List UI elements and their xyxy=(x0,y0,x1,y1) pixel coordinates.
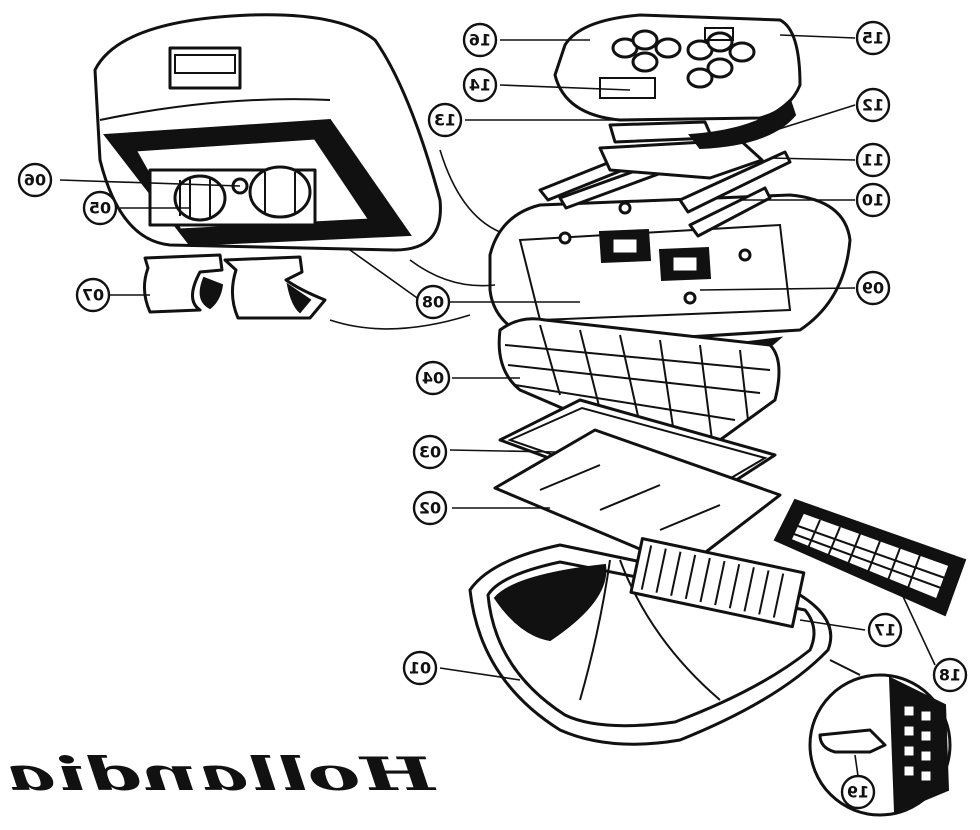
callout-14-label: 14 xyxy=(469,76,491,95)
drip-tray xyxy=(493,428,782,570)
callout-09: 09 xyxy=(855,270,891,306)
callout-12-label: 12 xyxy=(862,96,884,115)
control-panel xyxy=(553,13,802,150)
callout-03: 03 xyxy=(412,434,448,470)
base-shell xyxy=(468,537,833,746)
callout-01: 01 xyxy=(402,650,438,686)
callout-02-label: 02 xyxy=(419,499,441,518)
brand-logo-text: Hollandia xyxy=(5,747,438,801)
callout-03-label: 03 xyxy=(419,443,441,462)
callout-13: 13 xyxy=(427,102,463,138)
callout-07-label: 07 xyxy=(82,286,104,305)
callout-12: 12 xyxy=(855,87,891,123)
callout-15: 15 xyxy=(855,20,891,56)
callout-06-label: 06 xyxy=(24,171,46,190)
callout-09-label: 09 xyxy=(862,279,884,298)
callout-10: 10 xyxy=(855,182,891,218)
callout-04: 04 xyxy=(415,360,451,396)
callout-05: 05 xyxy=(82,190,118,226)
brand-logo: Hollandia xyxy=(5,747,438,801)
callout-06: 06 xyxy=(17,162,53,198)
callout-10-label: 10 xyxy=(862,191,884,210)
callout-17: 17 xyxy=(867,612,903,648)
callout-18: 18 xyxy=(932,657,968,693)
mounting-brackets xyxy=(143,253,327,320)
callout-11-label: 11 xyxy=(862,151,884,170)
blower-housing xyxy=(93,13,442,252)
callout-08-label: 08 xyxy=(422,293,444,312)
callout-15-label: 15 xyxy=(862,29,884,48)
callout-16-label: 16 xyxy=(469,31,491,50)
callout-07: 07 xyxy=(75,277,111,313)
callout-05-label: 05 xyxy=(89,199,111,218)
callout-13-label: 13 xyxy=(434,111,456,130)
leader-lines xyxy=(59,34,936,791)
detail-inset xyxy=(808,659,952,817)
intake-grille xyxy=(773,498,967,617)
callout-19: 19 xyxy=(840,774,876,810)
callout-14: 14 xyxy=(462,67,498,103)
panel-buttons xyxy=(611,29,756,89)
callout-04-label: 04 xyxy=(422,369,444,388)
callout-17-label: 17 xyxy=(874,621,896,640)
callout-18-label: 18 xyxy=(939,666,961,685)
callout-19-label: 19 xyxy=(847,783,869,802)
callout-16: 16 xyxy=(462,22,498,58)
callout-08: 08 xyxy=(415,284,451,320)
callout-01-label: 01 xyxy=(409,659,431,678)
callout-11: 11 xyxy=(855,142,891,178)
callout-02: 02 xyxy=(412,490,448,526)
